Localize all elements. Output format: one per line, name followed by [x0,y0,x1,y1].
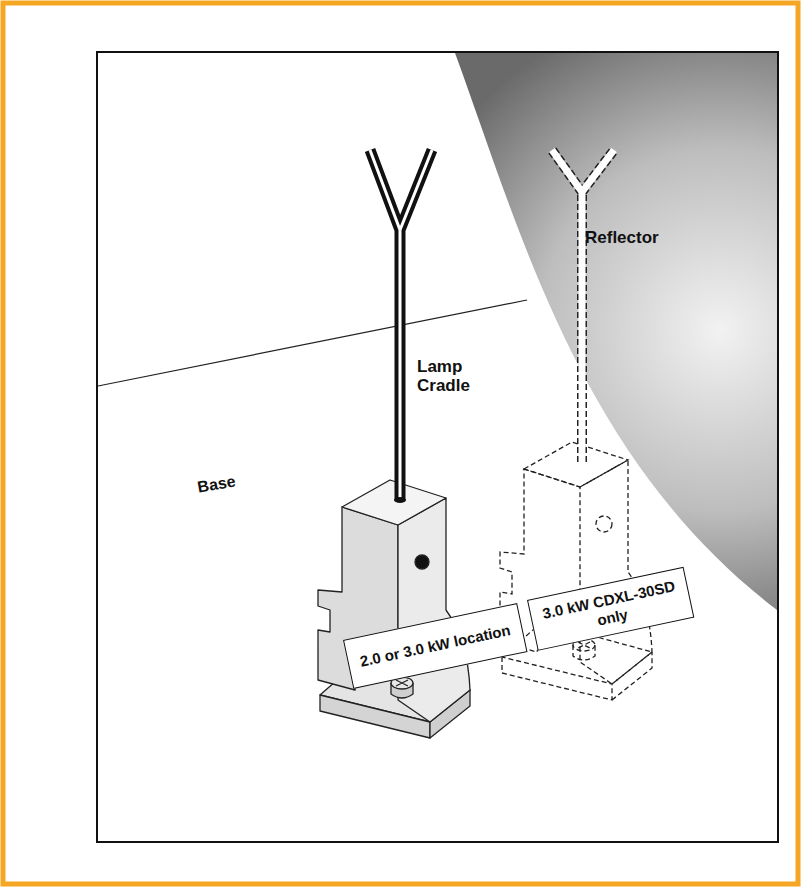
lamp-rod [370,150,432,503]
alt-cradle-outline [500,442,652,700]
part-label: Lamp Cradle [417,357,487,395]
floor-line [98,300,527,386]
outer-frame [3,3,798,884]
box-content: 3.0 kW CDXL-30SD only [536,576,686,642]
lamp-cradle [318,480,470,738]
reflector-shape [455,53,777,610]
inner-frame [97,52,778,842]
box-text: 3.0 kW CDXL-30SD only [536,576,686,642]
alt-lamp-rod [552,150,614,462]
box-text: 2.0 or 3.0 kW location [358,621,512,670]
label-box: 2.0 or 3.0 kW location [343,603,528,689]
box-content: 2.0 or 3.0 kW location [358,621,512,670]
part-label: Reflector [585,228,695,247]
label-box: 3.0 kW CDXL-30SD only [527,567,694,651]
part-label: Base [196,468,258,497]
